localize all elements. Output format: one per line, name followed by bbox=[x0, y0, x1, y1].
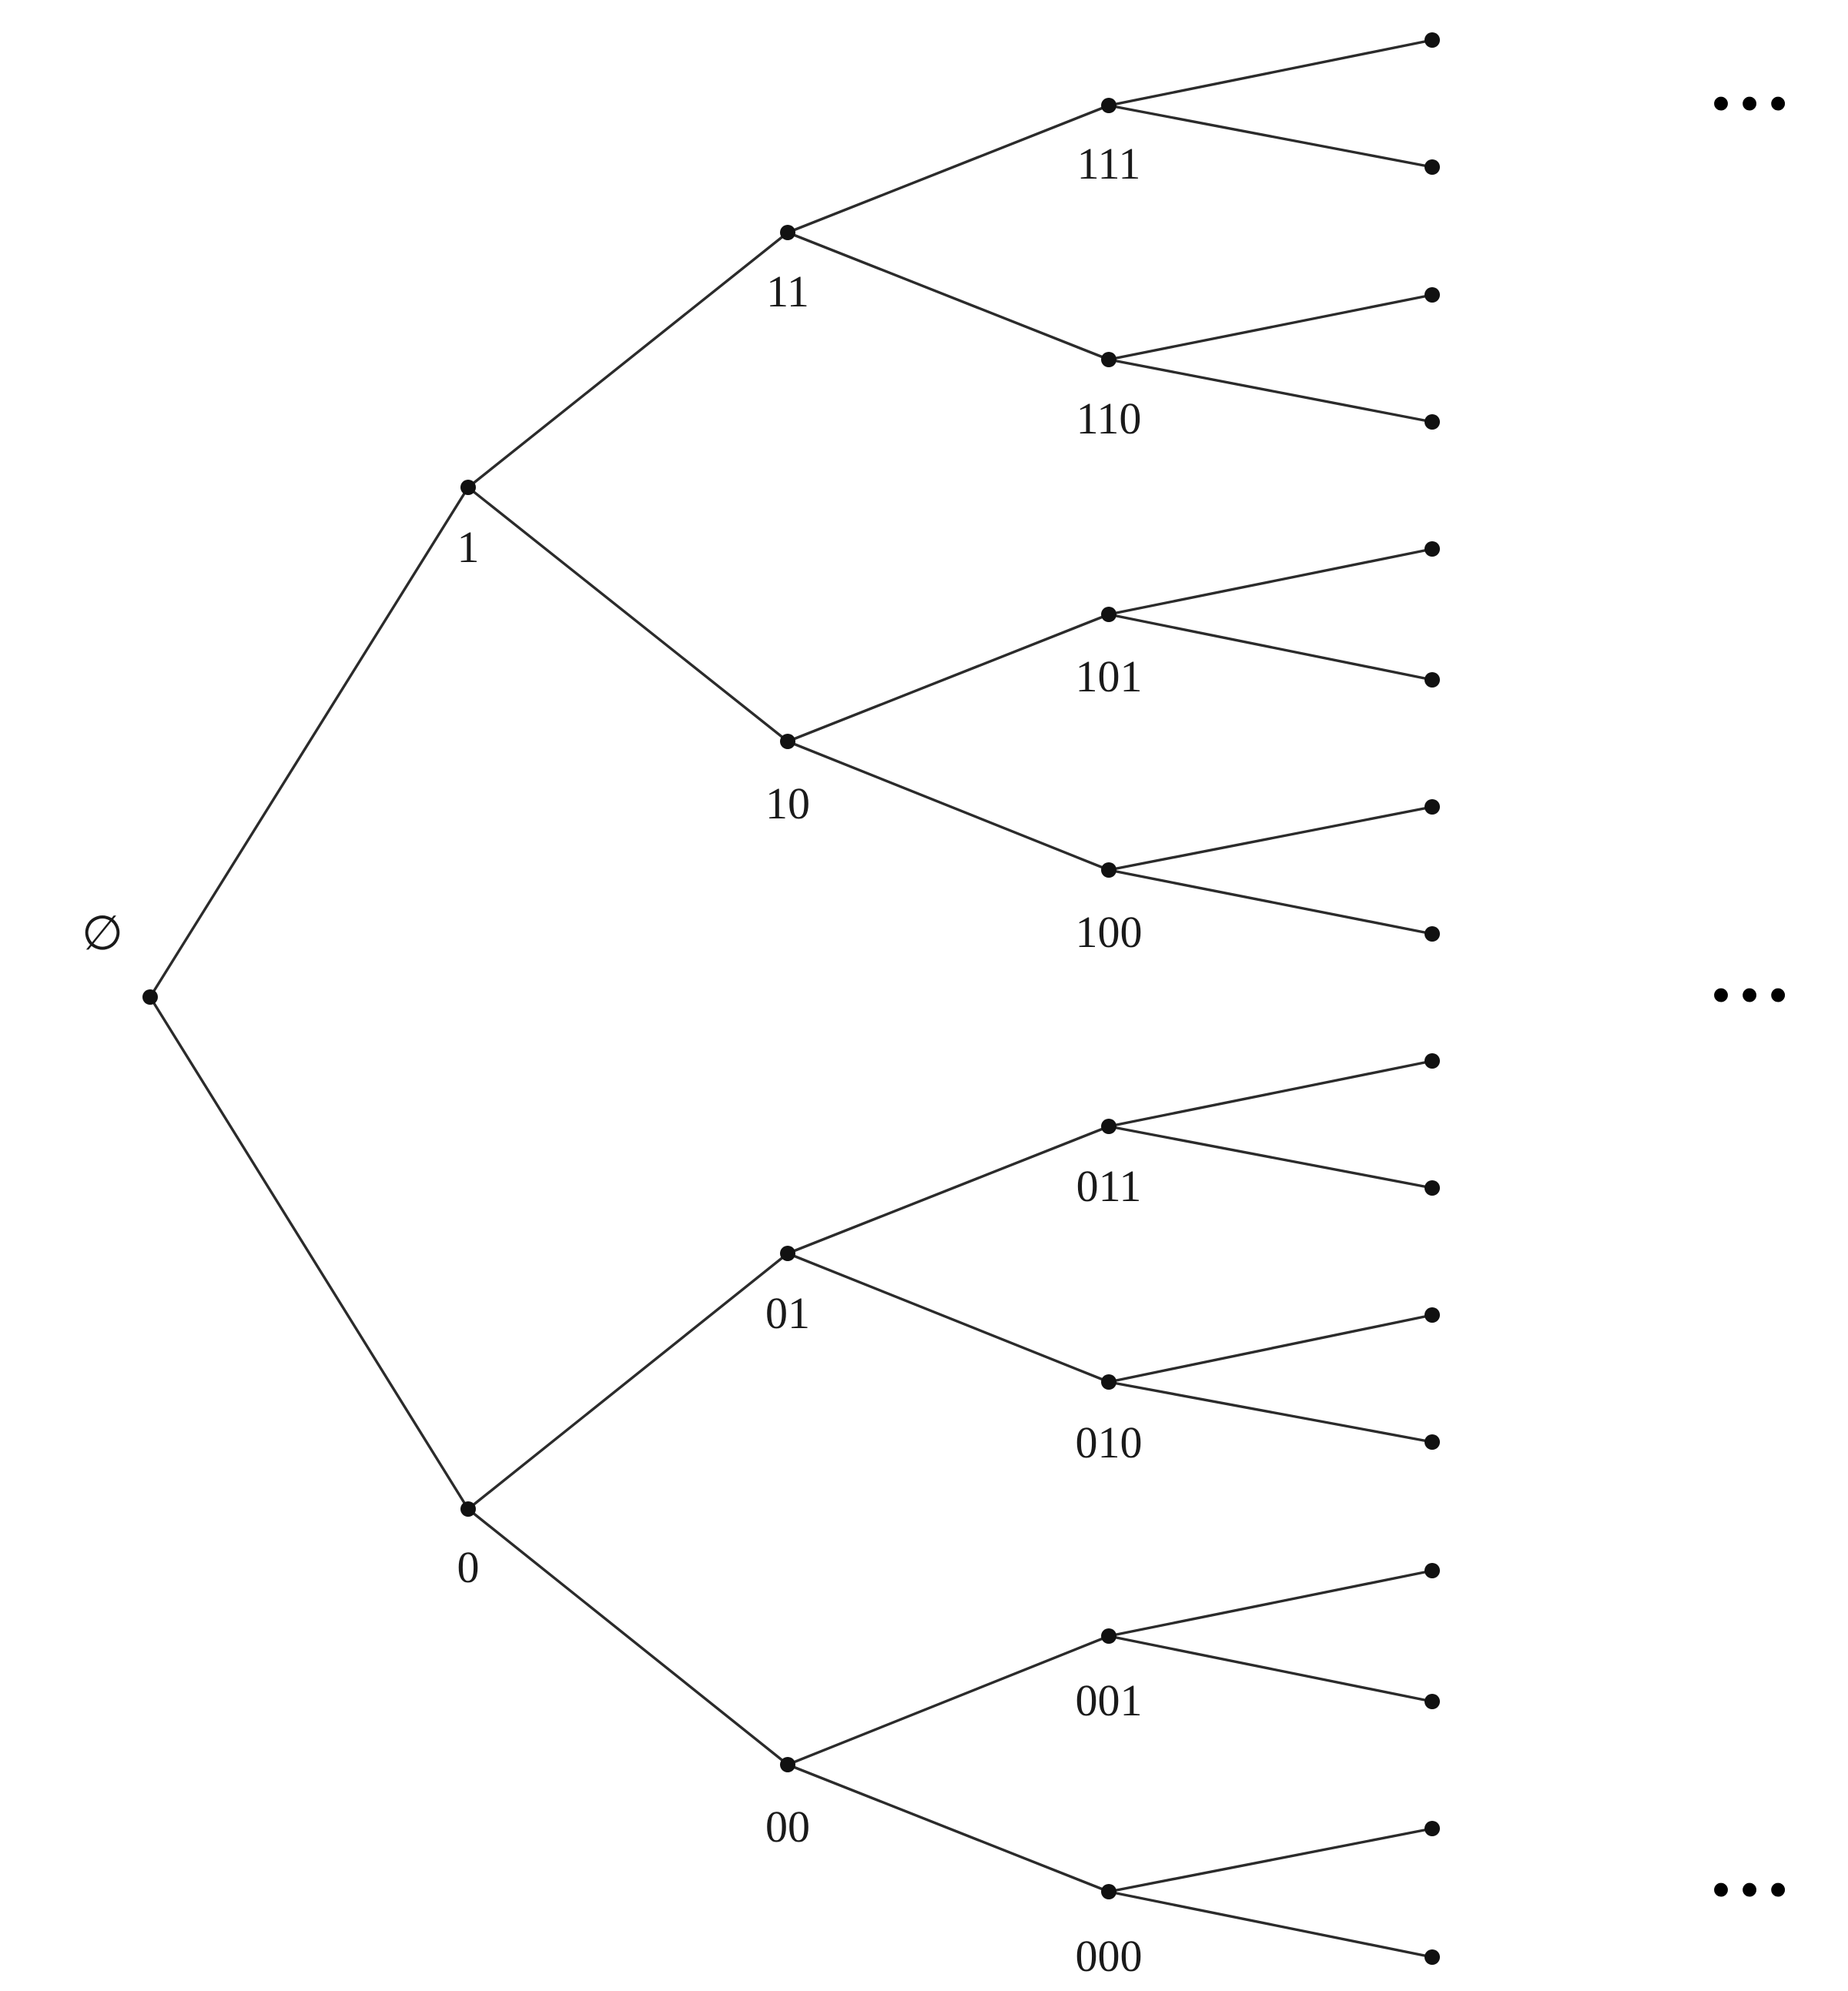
leaf-node-13 bbox=[1424, 1563, 1440, 1578]
edge-to-110 bbox=[786, 231, 1110, 361]
node-label-00: 00 bbox=[765, 1802, 810, 1852]
node-label-110: 110 bbox=[1076, 393, 1142, 443]
node-label-01: 01 bbox=[765, 1288, 810, 1338]
leaf-node-4 bbox=[1424, 414, 1440, 430]
leaf-node-2 bbox=[1424, 159, 1440, 175]
edge-to-000 bbox=[786, 1763, 1110, 1893]
node-010 bbox=[1101, 1374, 1116, 1390]
node-11 bbox=[780, 225, 795, 240]
node-011 bbox=[1101, 1119, 1116, 1134]
node-101 bbox=[1101, 607, 1116, 622]
node-label-000: 000 bbox=[1076, 1931, 1143, 1981]
node-110 bbox=[1101, 352, 1116, 367]
edge-to-leaf-16 bbox=[1107, 1890, 1434, 1959]
node-100 bbox=[1101, 862, 1116, 878]
node-1 bbox=[460, 480, 476, 495]
leaf-node-1 bbox=[1424, 32, 1440, 48]
edge-to-leaf-5 bbox=[1107, 547, 1434, 616]
leaf-node-3 bbox=[1424, 287, 1440, 303]
edge-to-leaf-9 bbox=[1107, 1059, 1434, 1128]
node-00 bbox=[780, 1757, 795, 1772]
edge-to-001 bbox=[786, 1635, 1110, 1766]
edge-to-leaf-4 bbox=[1107, 358, 1434, 423]
node-001 bbox=[1101, 1628, 1116, 1644]
leaf-node-12 bbox=[1424, 1434, 1440, 1450]
edge-to-010 bbox=[786, 1252, 1110, 1384]
tree-edges bbox=[149, 38, 1434, 1959]
ellipsis-middle: … bbox=[1707, 925, 1796, 1019]
edge-to-leaf-1 bbox=[1107, 38, 1434, 107]
node-label-101: 101 bbox=[1076, 651, 1143, 701]
edge-to-leaf-6 bbox=[1107, 613, 1434, 681]
node-label-001: 001 bbox=[1076, 1675, 1143, 1725]
edge-to-01 bbox=[467, 1252, 789, 1511]
edge-to-11 bbox=[467, 231, 789, 489]
node-111 bbox=[1101, 98, 1116, 113]
node-01 bbox=[780, 1246, 795, 1261]
node-label-0: 0 bbox=[457, 1542, 480, 1592]
edge-to-leaf-3 bbox=[1107, 293, 1434, 361]
leaf-node-7 bbox=[1424, 799, 1440, 815]
ellipsis-bottom: … bbox=[1707, 1820, 1796, 1914]
edge-to-leaf-13 bbox=[1107, 1569, 1434, 1638]
leaf-node-8 bbox=[1424, 926, 1440, 942]
edge-to-011 bbox=[786, 1125, 1110, 1255]
node-000 bbox=[1101, 1884, 1116, 1899]
tree-nodes bbox=[142, 32, 1440, 1965]
edge-to-leaf-7 bbox=[1107, 805, 1434, 872]
leaf-node-14 bbox=[1424, 1694, 1440, 1709]
tree-labels: ∅ 1 0 11 10 01 00 111 110 101 100 011 01… bbox=[82, 34, 1796, 1981]
edge-to-leaf-10 bbox=[1107, 1125, 1434, 1190]
edge-to-100 bbox=[786, 740, 1110, 872]
node-root bbox=[142, 989, 158, 1005]
edge-to-leaf-15 bbox=[1107, 1827, 1434, 1893]
node-label-10: 10 bbox=[765, 778, 810, 828]
node-label-100: 100 bbox=[1076, 907, 1143, 957]
leaf-node-16 bbox=[1424, 1949, 1440, 1965]
edge-to-leaf-14 bbox=[1107, 1635, 1434, 1703]
node-label-111: 111 bbox=[1077, 139, 1141, 189]
edge-to-10 bbox=[467, 486, 789, 743]
node-10 bbox=[780, 734, 795, 749]
leaf-node-5 bbox=[1424, 541, 1440, 557]
edge-to-leaf-11 bbox=[1107, 1313, 1434, 1384]
leaf-node-11 bbox=[1424, 1307, 1440, 1323]
node-label-1: 1 bbox=[457, 522, 480, 572]
edge-to-00 bbox=[467, 1507, 789, 1766]
node-label-011: 011 bbox=[1076, 1161, 1142, 1211]
ellipsis-top: … bbox=[1707, 34, 1796, 128]
edge-to-leaf-12 bbox=[1107, 1380, 1434, 1444]
leaf-node-9 bbox=[1424, 1053, 1440, 1069]
leaf-node-6 bbox=[1424, 672, 1440, 688]
node-0 bbox=[460, 1501, 476, 1517]
edge-to-111 bbox=[786, 104, 1110, 234]
node-label-11: 11 bbox=[766, 266, 809, 316]
edge-to-leaf-8 bbox=[1107, 868, 1434, 935]
node-label-010: 010 bbox=[1076, 1417, 1143, 1467]
root-node-label: ∅ bbox=[82, 905, 123, 961]
edge-root-to-0 bbox=[149, 996, 470, 1511]
edge-to-leaf-2 bbox=[1107, 104, 1434, 169]
edge-to-101 bbox=[786, 613, 1110, 743]
leaf-node-15 bbox=[1424, 1821, 1440, 1836]
leaf-node-10 bbox=[1424, 1180, 1440, 1196]
edge-root-to-1 bbox=[149, 486, 470, 999]
